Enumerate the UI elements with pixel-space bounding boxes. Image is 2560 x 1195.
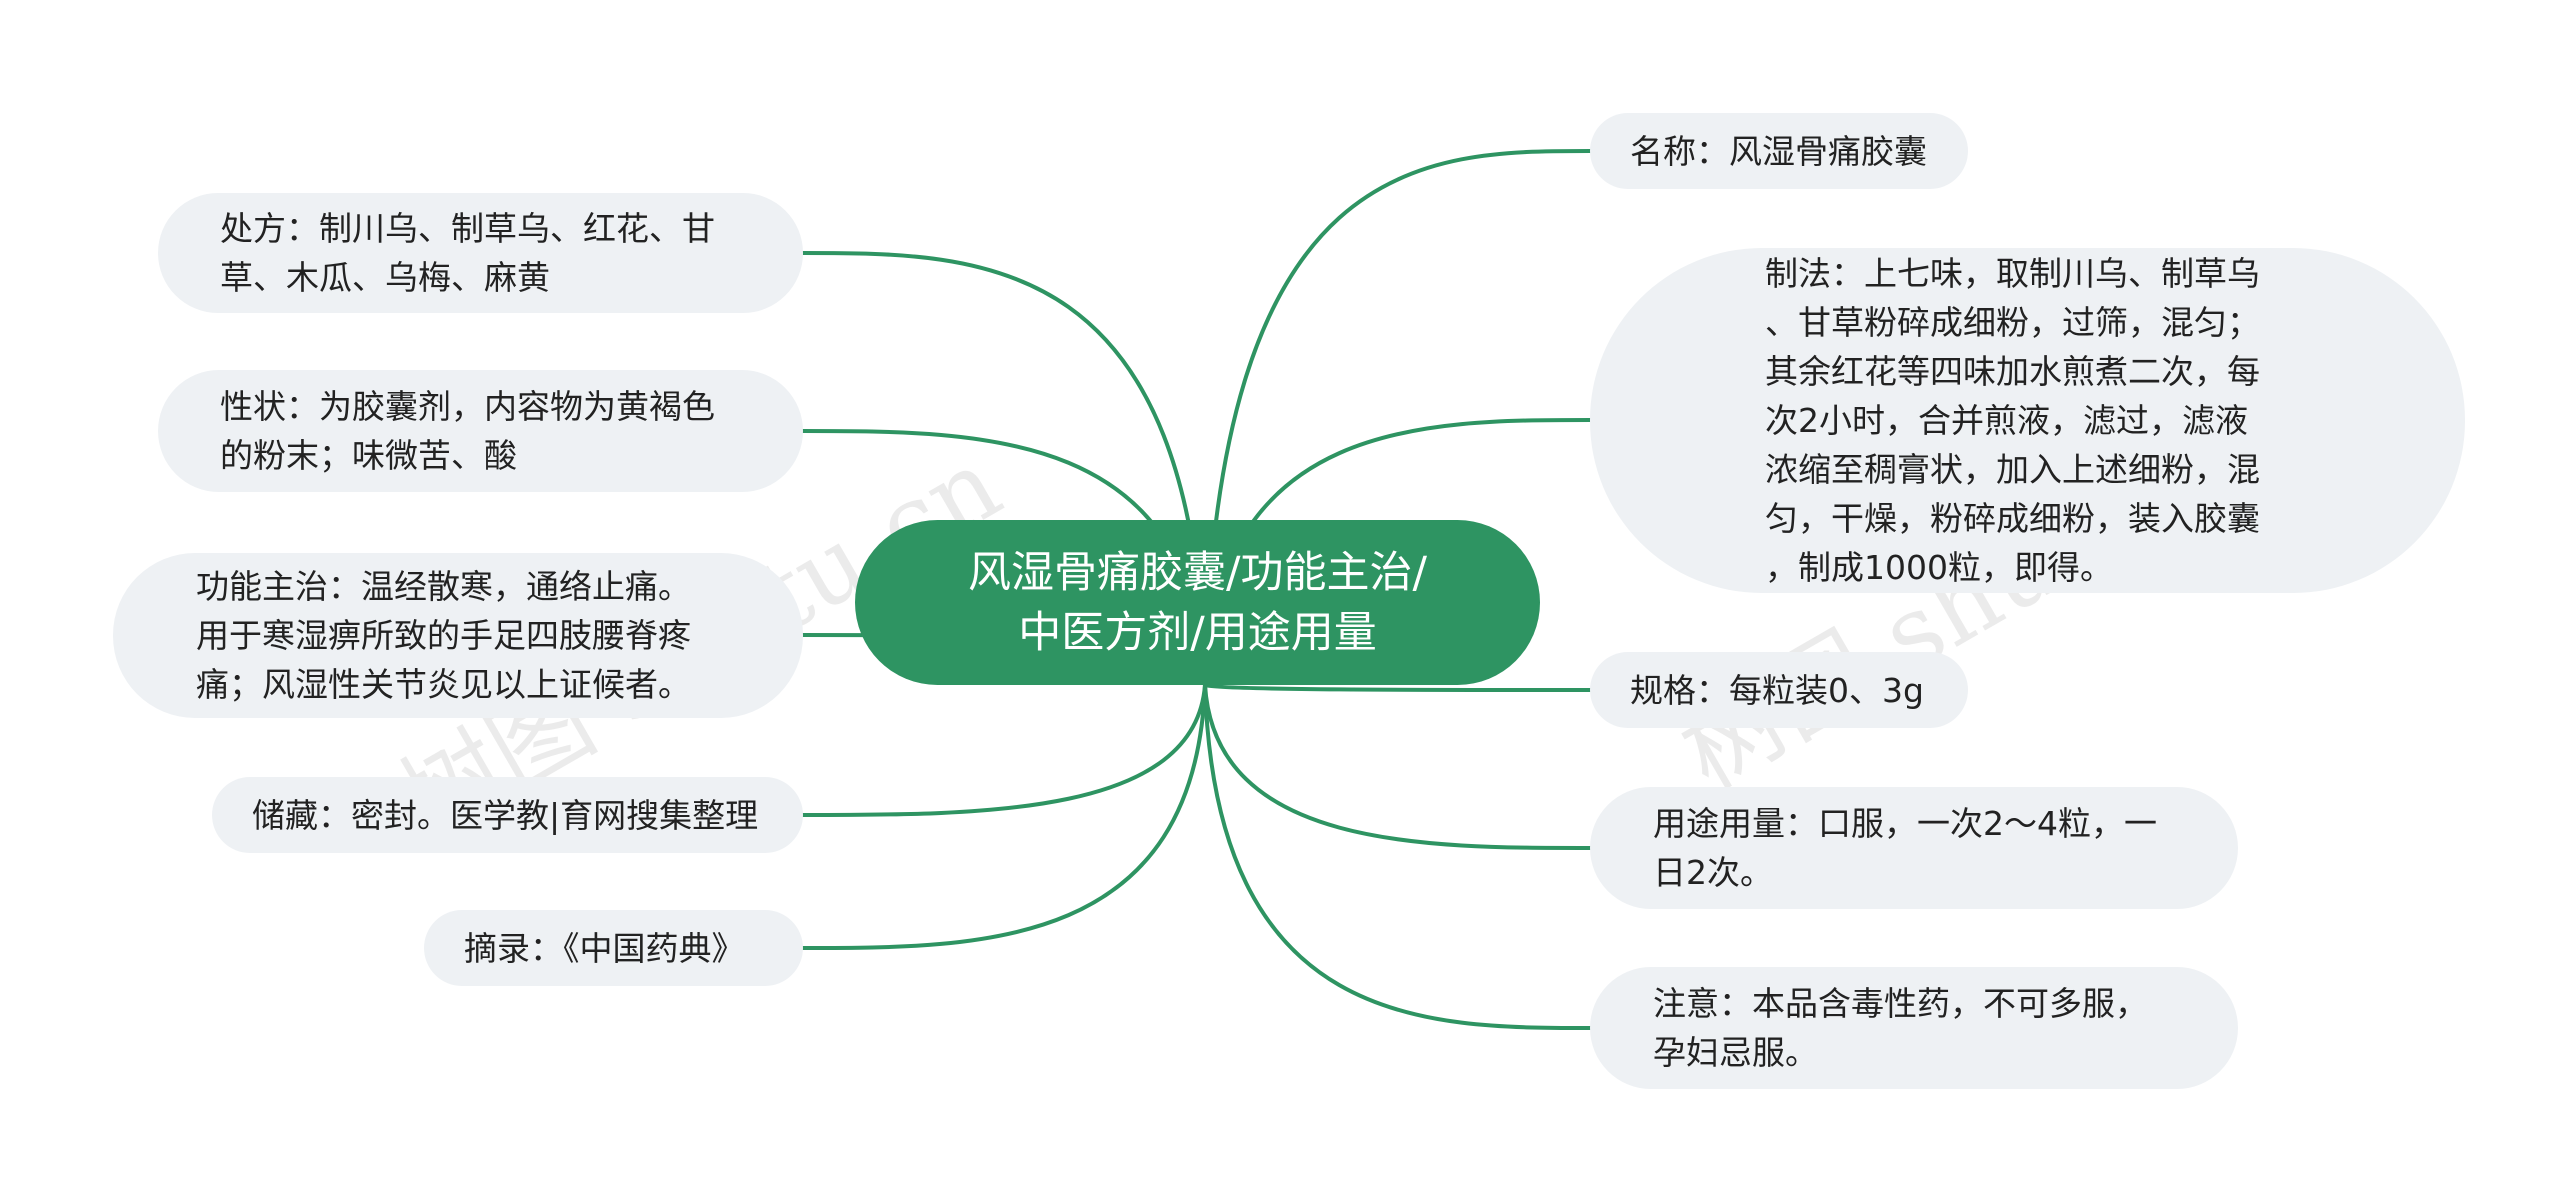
central-topic[interactable]: 风湿骨痛胶囊/功能主治/ 中医方剂/用途用量	[855, 520, 1540, 685]
node-storage[interactable]: 储藏：密封。医学教|育网搜集整理	[212, 777, 803, 853]
node-function-label: 功能主治：温经散寒，通络止痛。 用于寒湿痹所致的手足四肢腰脊疼 痛；风湿性关节炎…	[196, 567, 691, 704]
node-method-label: 制法：上七味，取制川乌、制草乌 、甘草粉碎成细粉，过筛，混匀； 其余红花等四味加…	[1765, 254, 2260, 587]
node-spec-label: 规格：每粒装0、3g	[1630, 670, 1924, 710]
node-spec[interactable]: 规格：每粒装0、3g	[1590, 652, 1968, 728]
central-topic-label: 风湿骨痛胶囊/功能主治/ 中医方剂/用途用量	[968, 547, 1427, 658]
node-appearance[interactable]: 性状：为胶囊剂，内容物为黄褐色 的粉末；味微苦、酸	[158, 370, 803, 492]
edge-source	[801, 683, 1207, 950]
node-source[interactable]: 摘录：《中国药典》	[424, 910, 803, 986]
node-function[interactable]: 功能主治：温经散寒，通络止痛。 用于寒湿痹所致的手足四肢腰脊疼 痛；风湿性关节炎…	[113, 553, 803, 718]
edge-spec	[1203, 683, 1592, 692]
node-storage-label: 储藏：密封。医学教|育网搜集整理	[252, 795, 759, 835]
edge-name	[1203, 149, 1592, 687]
node-usage[interactable]: 用途用量：口服，一次2～4粒，一 日2次。	[1590, 787, 2238, 909]
node-name[interactable]: 名称：风湿骨痛胶囊	[1590, 113, 1968, 189]
node-caution[interactable]: 注意：本品含毒性药，不可多服， 孕妇忌服。	[1590, 967, 2238, 1089]
edge-storage	[801, 683, 1207, 817]
node-name-label: 名称：风湿骨痛胶囊	[1630, 131, 1927, 171]
node-usage-label: 用途用量：口服，一次2～4粒，一 日2次。	[1653, 804, 2157, 892]
node-prescription-label: 处方：制川乌、制草乌、红花、甘 草、木瓜、乌梅、麻黄	[220, 209, 715, 297]
node-method[interactable]: 制法：上七味，取制川乌、制草乌 、甘草粉碎成细粉，过筛，混匀； 其余红花等四味加…	[1590, 248, 2465, 593]
node-source-label: 摘录：《中国药典》	[464, 928, 745, 968]
node-appearance-label: 性状：为胶囊剂，内容物为黄褐色 的粉末；味微苦、酸	[220, 387, 715, 475]
node-caution-label: 注意：本品含毒性药，不可多服， 孕妇忌服。	[1653, 984, 2148, 1072]
edge-caution	[1203, 683, 1592, 1030]
node-prescription[interactable]: 处方：制川乌、制草乌、红花、甘 草、木瓜、乌梅、麻黄	[158, 193, 803, 313]
edge-usage	[1203, 683, 1592, 850]
